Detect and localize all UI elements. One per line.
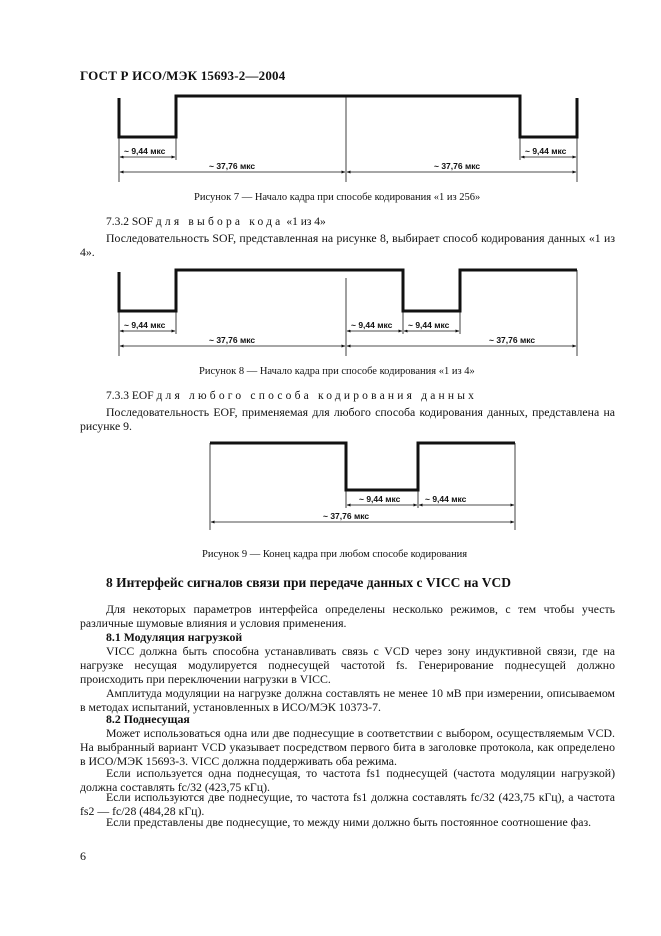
fig9-label-3: ~ 37,76 мкс xyxy=(322,511,371,521)
fig7-label-1: ~ 9,44 мкс xyxy=(123,146,167,156)
section-82-title: 8.2 Поднесущая xyxy=(106,712,190,726)
section-81-para-2: Амплитуда модуляции на нагрузке должна с… xyxy=(80,686,615,715)
fig8-label-2: ~ 37,76 мкс xyxy=(208,335,257,345)
section-82-para-2: Если используется одна поднесущая, то ча… xyxy=(80,766,615,795)
figure-9-caption: Рисунок 9 — Конец кадра при любом способ… xyxy=(202,549,468,560)
page-number: 6 xyxy=(80,849,86,863)
fig8-label-3: ~ 9,44 мкс xyxy=(350,320,394,330)
section-82-para-4: Если представлены две поднесущие, то меж… xyxy=(106,815,592,829)
fig9-label-1: ~ 9,44 мкс xyxy=(358,494,402,504)
section-8-intro: Для некоторых параметров интерфейса опре… xyxy=(80,602,615,631)
figure-7-caption: Рисунок 7 — Начало кадра при способе код… xyxy=(194,192,481,203)
fig7-label-3: ~ 37,76 мкс xyxy=(433,161,482,171)
section-732-heading: 7.3.2 SOF для выбора кода «1 из 4» xyxy=(106,216,326,228)
section-82-para-1: Может использоваться одна или две поднес… xyxy=(80,726,615,769)
section-733-text: Последовательность EOF, применяемая для … xyxy=(80,405,615,434)
fig7-label-4: ~ 9,44 мкс xyxy=(524,146,568,156)
fig8-label-1: ~ 9,44 мкс xyxy=(123,320,167,330)
fig7-label-2: ~ 37,76 мкс xyxy=(208,161,257,171)
section-82-para-3: Если используются две поднесущие, то час… xyxy=(80,790,615,819)
document-header: ГОСТ Р ИСО/МЭК 15693-2—2004 xyxy=(80,68,286,83)
section-81-para-1: VICC должна быть способна устанавливать … xyxy=(80,644,615,687)
section-732-text: Последовательность SOF, представленная н… xyxy=(80,231,615,260)
fig9-label-2: ~ 9,44 мкс xyxy=(424,494,468,504)
fig8-label-5: ~ 37,76 мкс xyxy=(488,335,537,345)
section-81-title: 8.1 Модуляция нагрузкой xyxy=(106,630,243,644)
figure-8-caption: Рисунок 8 — Начало кадра при способе код… xyxy=(199,366,475,377)
fig8-label-4: ~ 9,44 мкс xyxy=(407,320,451,330)
figure-9-waveform xyxy=(209,441,516,530)
section-8-title: 8 Интерфейс сигналов связи при передаче … xyxy=(106,575,511,590)
section-733-heading: 7.3.3 EOF для любого способа кодирования… xyxy=(106,390,478,402)
figure-8-waveform xyxy=(117,268,578,356)
figure-7-waveform xyxy=(117,94,579,182)
